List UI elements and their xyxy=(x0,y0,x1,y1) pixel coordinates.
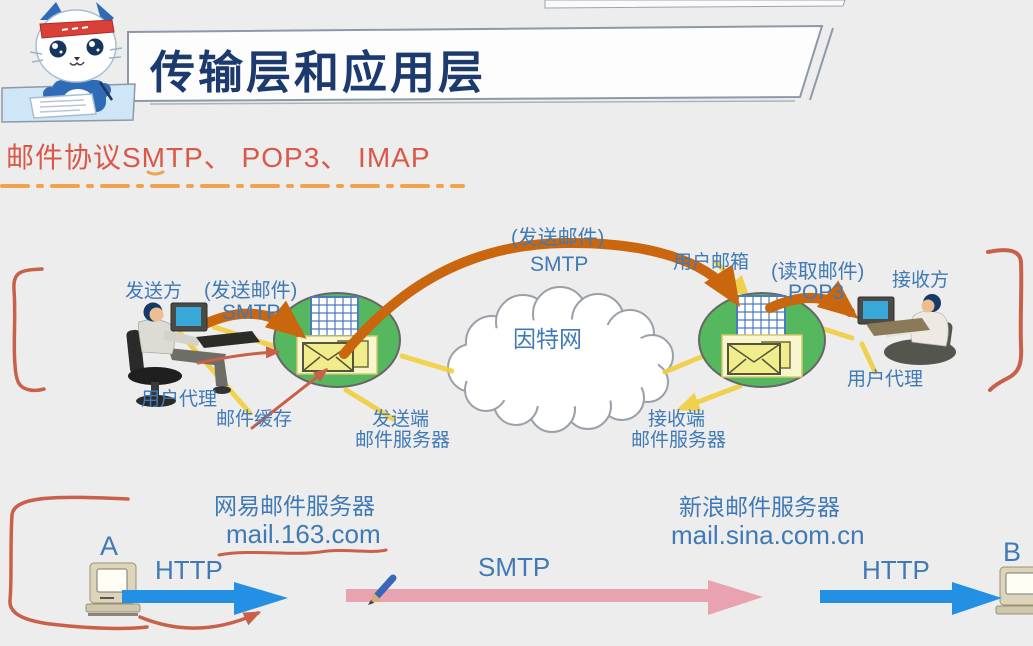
page-title: 传输层和应用层 xyxy=(150,47,487,98)
label-host-a: A xyxy=(100,531,119,561)
label-recv-server-line1: 接收端 xyxy=(648,409,706,430)
label-receiver: 接收方 xyxy=(892,270,950,291)
label-send-server-line1: 发送端 xyxy=(372,409,430,430)
label-host-b: B xyxy=(1003,537,1022,567)
red-bottom-annotations xyxy=(138,548,388,630)
label-recv-server-line2: 邮件服务器 xyxy=(631,430,727,451)
label-internet: 因特网 xyxy=(513,326,582,352)
sending-mail-server xyxy=(273,292,401,388)
title-banner xyxy=(127,24,834,105)
label-read-mail: (读取邮件) xyxy=(771,261,865,283)
label-smtp-bottom: SMTP xyxy=(478,552,551,582)
label-smtp-top: SMTP xyxy=(530,253,589,276)
label-send-mail-top: (发送邮件) xyxy=(511,227,605,249)
person-at-computer-icon xyxy=(126,302,260,407)
label-send-server-line2: 邮件服务器 xyxy=(355,430,451,451)
label-pop3: POP3 xyxy=(788,281,845,304)
label-netease-domain: mail.163.com xyxy=(226,519,381,549)
label-sender: 发送方 xyxy=(125,281,183,302)
envelope-icon xyxy=(721,334,803,378)
envelope-icon xyxy=(296,335,378,375)
http-arrow-right xyxy=(820,582,1002,615)
mail-grid-icon xyxy=(310,296,359,337)
label-smtp-left: SMTP xyxy=(222,301,281,324)
label-sina-server: 新浪邮件服务器 xyxy=(679,494,840,520)
top-strip xyxy=(544,0,846,9)
cloud-icon xyxy=(447,286,674,433)
label-http-left: HTTP xyxy=(155,555,223,585)
label-user-mailbox: 用户邮箱 xyxy=(673,252,750,273)
label-user-agent-left: 用户代理 xyxy=(141,389,218,410)
computer-icon xyxy=(995,566,1033,615)
dashed-divider xyxy=(0,170,465,188)
label-http-right: HTTP xyxy=(862,555,930,585)
smtp-arrow-mid xyxy=(346,580,763,615)
label-send-mail-left: (发送邮件) xyxy=(204,280,298,302)
label-user-agent-right: 用户代理 xyxy=(847,369,924,390)
smtp-arrows xyxy=(200,237,859,359)
http-arrow-left xyxy=(122,582,288,615)
label-sina-domain: mail.sina.com.cn xyxy=(671,520,865,550)
computer-icon xyxy=(85,562,141,616)
pencil-icon xyxy=(368,574,397,605)
label-netease-server: 网易邮件服务器 xyxy=(214,493,375,519)
red-annotation-arrows xyxy=(196,346,329,430)
label-mail-cache: 邮件缓存 xyxy=(216,409,293,430)
person-at-computer-icon xyxy=(857,294,956,365)
hand-bracket-icon xyxy=(8,248,1024,631)
subtitle-protocols: 邮件协议SMTP、 POP3、 IMAP xyxy=(6,142,431,173)
receiving-mail-server xyxy=(698,292,826,388)
cat-mascot-icon xyxy=(1,2,136,123)
